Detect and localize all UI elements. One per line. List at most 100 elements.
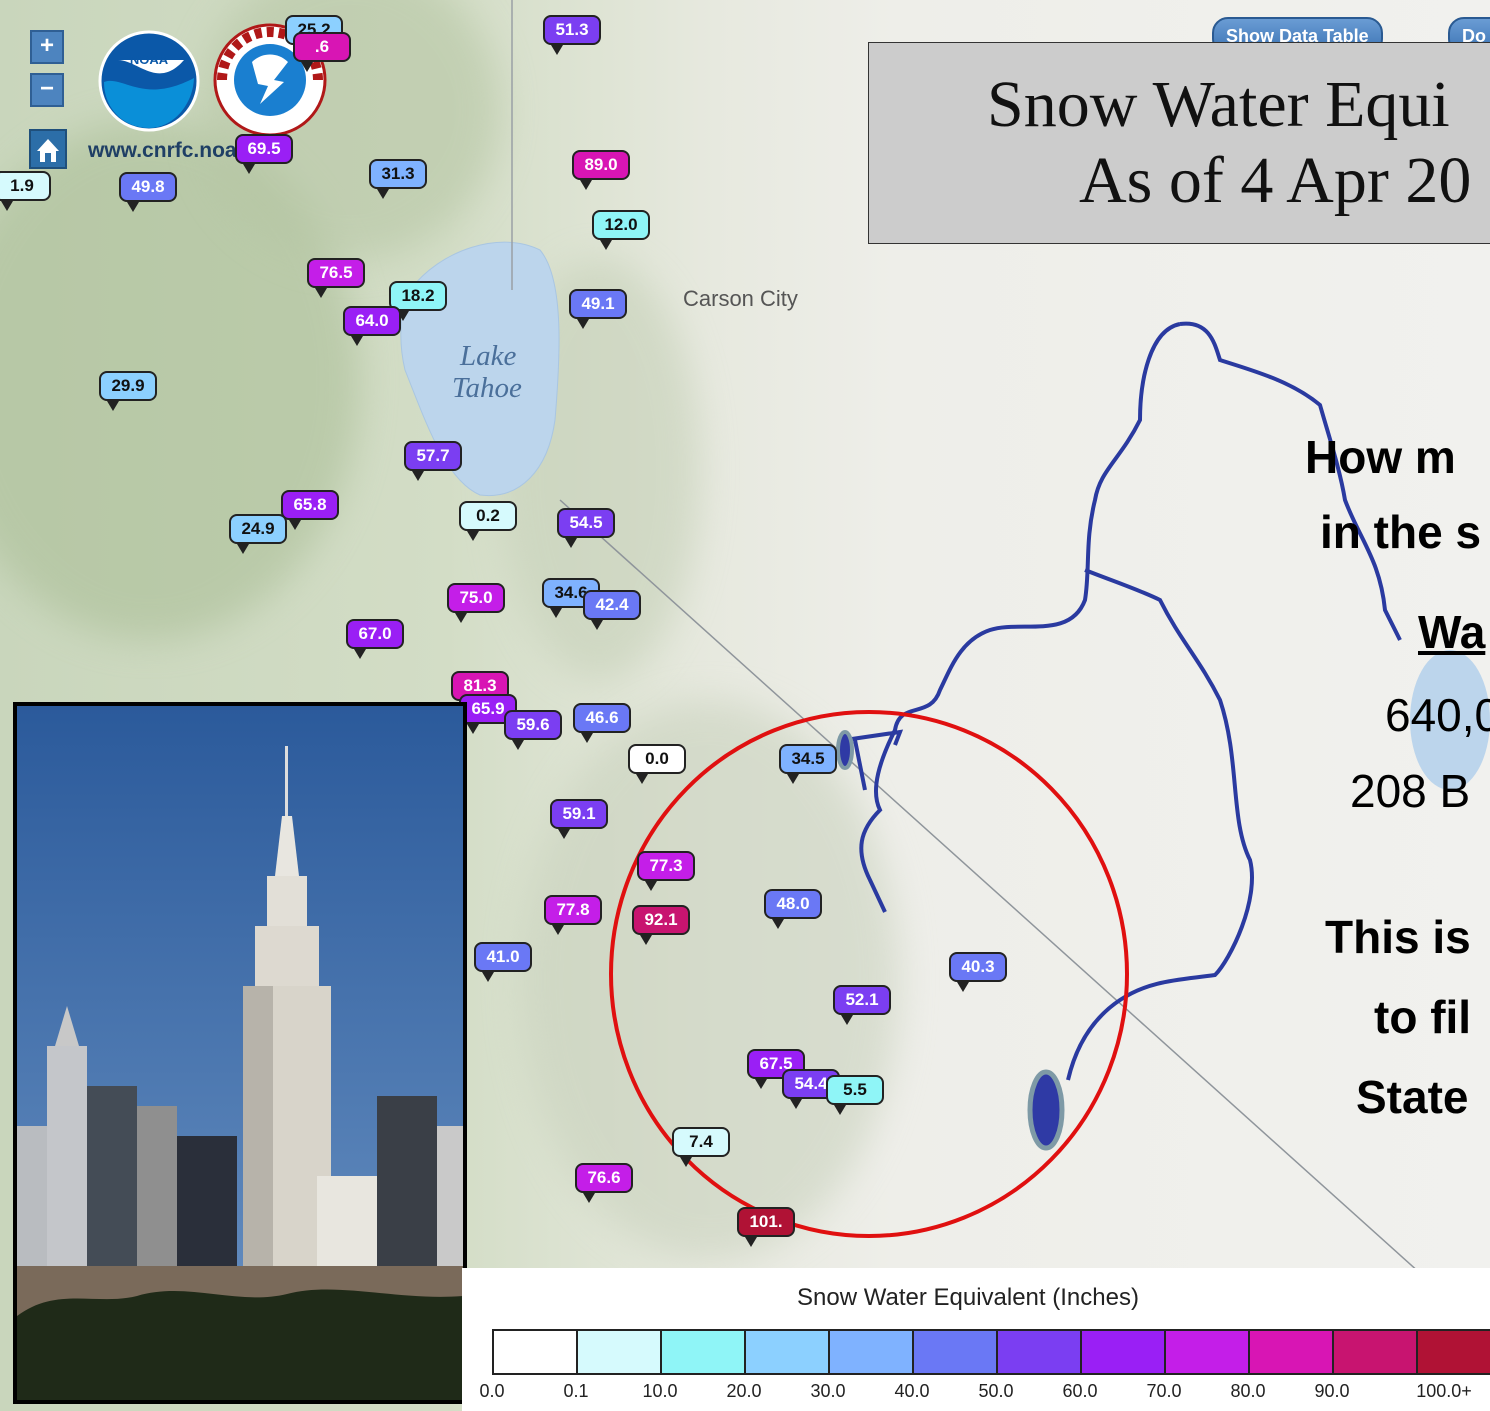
- swe-site-marker[interactable]: 54.5: [557, 508, 615, 548]
- swe-site-value: 77.3: [637, 851, 695, 881]
- swe-site-value: 76.6: [575, 1163, 633, 1193]
- swe-site-marker[interactable]: 101.: [737, 1207, 795, 1247]
- swe-site-marker[interactable]: 12.0: [592, 210, 650, 250]
- marker-pointer: [772, 919, 784, 929]
- legend-title: Snow Water Equivalent (Inches): [797, 1284, 1139, 1311]
- swe-site-marker[interactable]: 24.9: [229, 514, 287, 554]
- swe-site-value: 59.6: [504, 710, 562, 740]
- swe-site-value: 40.3: [949, 952, 1007, 982]
- swe-site-marker[interactable]: 41.0: [474, 942, 532, 982]
- legend-swatch: [1082, 1331, 1166, 1373]
- swe-site-marker[interactable]: 1.9: [0, 171, 51, 211]
- swe-site-marker[interactable]: 42.4: [583, 590, 641, 630]
- swe-site-marker[interactable]: 48.0: [764, 889, 822, 929]
- swe-site-marker[interactable]: 0.2: [459, 501, 517, 541]
- marker-pointer: [636, 774, 648, 784]
- legend-tick-label: 100.0+: [1416, 1381, 1472, 1401]
- swe-site-marker[interactable]: 57.7: [404, 441, 462, 481]
- legend-tick-label: 60.0: [1062, 1381, 1098, 1401]
- swe-site-marker[interactable]: 29.9: [99, 371, 157, 411]
- swe-site-marker[interactable]: 18.2: [389, 281, 447, 321]
- swe-site-marker[interactable]: 0.0: [628, 744, 686, 784]
- swe-site-marker[interactable]: 59.1: [550, 799, 608, 839]
- swe-site-marker[interactable]: 76.6: [575, 1163, 633, 1203]
- swe-site-value: 101.: [737, 1207, 795, 1237]
- lake-label-line1: Lake: [460, 340, 517, 372]
- swe-site-value: 34.5: [779, 744, 837, 774]
- noaa-logo: NOAA: [98, 30, 200, 132]
- swe-site-marker[interactable]: 5.5: [826, 1075, 884, 1115]
- marker-pointer: [455, 613, 467, 623]
- swe-site-marker[interactable]: 40.3: [949, 952, 1007, 992]
- swe-site-marker[interactable]: 34.5: [779, 744, 837, 784]
- zoom-out-button[interactable]: −: [30, 73, 64, 107]
- swe-site-marker[interactable]: 69.5: [235, 134, 293, 174]
- swe-site-value: 7.4: [672, 1127, 730, 1157]
- legend-tick-label: 10.0: [642, 1381, 678, 1401]
- legend-color-bar: [492, 1329, 1490, 1375]
- home-button[interactable]: [29, 129, 67, 169]
- swe-site-marker[interactable]: 75.0: [447, 583, 505, 623]
- swe-site-marker[interactable]: 31.3: [369, 159, 427, 199]
- swe-site-marker[interactable]: 65.9: [459, 694, 517, 734]
- swe-site-value: 57.7: [404, 441, 462, 471]
- marker-pointer: [591, 620, 603, 630]
- legend-swatch: [494, 1331, 578, 1373]
- marker-pointer: [558, 829, 570, 839]
- swe-site-value: .6: [293, 32, 351, 62]
- swe-site-marker[interactable]: 76.5: [307, 258, 365, 298]
- marker-pointer: [583, 1193, 595, 1203]
- swe-site-marker[interactable]: 51.3: [543, 15, 601, 55]
- marker-pointer: [577, 319, 589, 329]
- swe-site-marker[interactable]: 64.0: [343, 306, 401, 346]
- swe-site-marker[interactable]: 49.1: [569, 289, 627, 329]
- legend-swatch: [662, 1331, 746, 1373]
- swe-site-marker[interactable]: 46.6: [573, 703, 631, 743]
- swe-site-value: 18.2: [389, 281, 447, 311]
- swe-site-value: 46.6: [573, 703, 631, 733]
- swe-site-marker[interactable]: .6: [293, 32, 351, 72]
- river: [853, 739, 867, 791]
- swe-site-marker[interactable]: 49.8: [119, 172, 177, 212]
- skyline-illustration: [17, 706, 463, 1400]
- marker-pointer: [237, 544, 249, 554]
- swe-site-marker[interactable]: 77.3: [637, 851, 695, 891]
- watershed-heading: Wa: [1418, 606, 1486, 658]
- volume-line2: 208 B: [1350, 765, 1471, 817]
- marker-pointer: [552, 925, 564, 935]
- marker-pointer: [745, 1237, 757, 1247]
- swe-site-value: 0.2: [459, 501, 517, 531]
- swe-site-marker[interactable]: 89.0: [572, 150, 630, 190]
- svg-text:NOAA: NOAA: [130, 52, 169, 67]
- marker-pointer: [351, 336, 363, 346]
- swe-site-value: 5.5: [826, 1075, 884, 1105]
- swe-site-marker[interactable]: 92.1: [632, 905, 690, 945]
- compare-line2: to fil: [1374, 991, 1472, 1043]
- swe-site-marker[interactable]: 52.1: [833, 985, 891, 1025]
- swe-site-marker[interactable]: 77.8: [544, 895, 602, 935]
- swe-site-value: 49.1: [569, 289, 627, 319]
- question-line2: in the s: [1320, 506, 1482, 558]
- swe-site-value: 92.1: [632, 905, 690, 935]
- river: [844, 729, 904, 746]
- swe-site-value: 48.0: [764, 889, 822, 919]
- marker-pointer: [467, 531, 479, 541]
- swe-site-value: 65.9: [459, 694, 517, 724]
- zoom-in-button[interactable]: +: [30, 30, 64, 64]
- swe-site-marker[interactable]: 59.6: [504, 710, 562, 750]
- legend-tick-label: 80.0: [1230, 1381, 1266, 1401]
- swe-site-marker[interactable]: 7.4: [672, 1127, 730, 1167]
- marker-pointer: [834, 1105, 846, 1115]
- marker-pointer: [680, 1157, 692, 1167]
- marker-pointer: [580, 180, 592, 190]
- swe-site-value: 1.9: [0, 171, 51, 201]
- marker-pointer: [397, 311, 409, 321]
- legend-swatch: [1418, 1331, 1490, 1373]
- city-label: Carson City: [683, 286, 798, 311]
- marker-pointer: [482, 972, 494, 982]
- marker-pointer: [107, 401, 119, 411]
- swe-site-marker[interactable]: 67.0: [346, 619, 404, 659]
- swe-site-marker[interactable]: 65.8: [281, 490, 339, 530]
- marker-pointer: [787, 774, 799, 784]
